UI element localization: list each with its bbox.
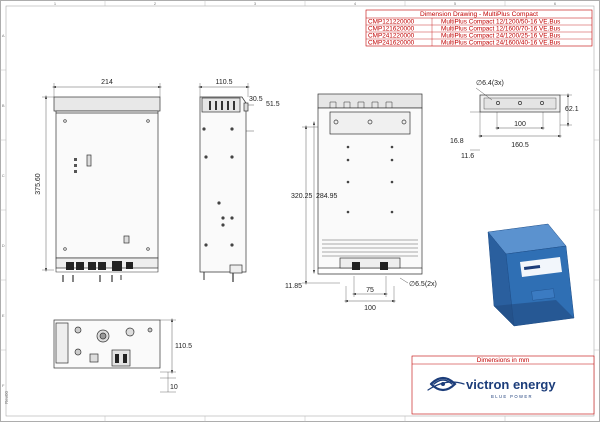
dim-rear-bottom-width: 100 [364, 305, 376, 312]
revision-label: Rev00 [4, 390, 9, 404]
model-name-1: MultiPlus Compact 12/1200/50-16 VE.Bus [441, 19, 560, 26]
model-code-3: CMP241220000 [368, 33, 415, 40]
model-code-1: CMP121220000 [368, 19, 415, 26]
model-table: Dimension Drawing - MultiPlus Compact CM… [365, 9, 593, 47]
model-table-heading: Dimension Drawing - MultiPlus Compact [420, 11, 538, 18]
frame-col-4: 4 [354, 1, 357, 6]
frame-row-f: F [2, 383, 5, 388]
frame-row-d: D [2, 243, 5, 248]
dim-front-width: 214 [101, 79, 113, 86]
rear-view [302, 93, 423, 303]
dim-bracket-hole-spacing: 100 [514, 121, 526, 128]
product-3d-illustration [487, 223, 575, 327]
dim-side-top-offset: 30.5 [249, 96, 263, 103]
dim-bottom-foot: 10 [170, 384, 178, 391]
dim-bracket-offset: 16.8 [450, 138, 464, 145]
frame-col-2: 2 [154, 1, 157, 6]
model-name-3: MultiPlus Compact 24/1200/25-16 VE.Bus [441, 33, 560, 40]
units-note: Dimensions in mm [477, 357, 530, 364]
frame-row-e: E [2, 313, 5, 318]
dim-bottom-depth: 110.5 [175, 343, 192, 350]
dim-bracket-bottom: 11.6 [461, 153, 474, 160]
victron-logo: victron energy BLUE POWER [427, 376, 556, 399]
dim-rear-height-b: 284.95 [316, 193, 338, 200]
dim-rear-hole-dia: ∅6.5(2x) [409, 281, 437, 288]
frame-col-3: 3 [254, 1, 257, 6]
dim-front-height: 375.60 [35, 173, 42, 195]
side-view [198, 83, 254, 282]
dim-rear-height-a: 320.25 [291, 193, 313, 200]
model-name-2: MultiPlus Compact 12/1600/70-16 VE.Bus [441, 26, 560, 33]
frame-col-1: 1 [54, 1, 57, 6]
model-name-4: MultiPlus Compact 24/1600/40-16 VE.Bus [441, 40, 560, 47]
dim-side-top-height: 51.5 [266, 101, 280, 108]
mounting-bracket-view [470, 87, 572, 151]
dim-bracket-height: 62.1 [565, 106, 579, 113]
frame-row-b: B [2, 103, 5, 108]
dim-rear-bottom-offset: 11.85 [285, 283, 302, 290]
brand-tagline: BLUE POWER [491, 394, 533, 399]
frame-row-c: C [2, 173, 5, 178]
brand-name: victron energy [466, 377, 556, 392]
dim-bracket-hole-dia: ∅6.4(3x) [476, 80, 504, 87]
bottom-view [53, 318, 176, 393]
front-view [42, 83, 162, 282]
victron-wave-icon [427, 376, 465, 392]
dim-bracket-width: 160.5 [511, 142, 529, 149]
frame-row-a: A [2, 33, 5, 38]
model-code-4: CMP241620000 [368, 40, 415, 47]
dim-side-depth: 110.5 [216, 79, 233, 86]
dim-rear-hole-spacing: 75 [366, 287, 374, 294]
frame-col-6: 6 [554, 1, 557, 6]
model-code-2: CMP121620000 [368, 26, 415, 33]
frame-col-5: 5 [454, 1, 457, 6]
